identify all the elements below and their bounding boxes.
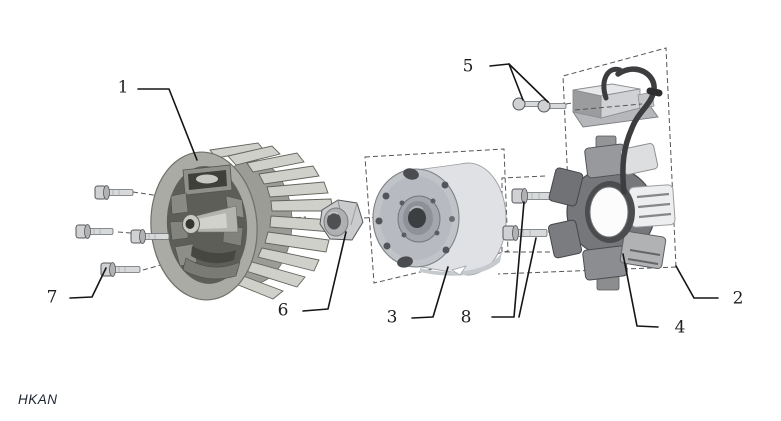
leader-3 bbox=[411, 266, 449, 319]
bolt-icon bbox=[94, 185, 134, 200]
screw-icon bbox=[512, 97, 542, 111]
fan-fin bbox=[266, 181, 329, 198]
callout-5: 5 bbox=[462, 56, 474, 77]
fan-fin bbox=[257, 247, 320, 272]
callout-4: 4 bbox=[674, 317, 686, 338]
callout-6: 6 bbox=[277, 300, 289, 321]
leader-2 bbox=[675, 265, 719, 299]
stator-dashed-box bbox=[562, 47, 677, 268]
stator-center-hole bbox=[589, 186, 629, 238]
callout-3: 3 bbox=[386, 307, 398, 328]
callout-2: 2 bbox=[732, 288, 744, 309]
leader-8a bbox=[491, 201, 525, 318]
leader-6 bbox=[302, 231, 347, 312]
leader-4 bbox=[622, 253, 659, 328]
rotor-dashed-box bbox=[364, 148, 509, 284]
leader-5a bbox=[489, 63, 524, 101]
leader-8b bbox=[518, 237, 537, 318]
rotor-hole bbox=[397, 256, 413, 268]
screw-icon bbox=[537, 99, 567, 113]
rotor-notch bbox=[451, 265, 467, 276]
fan-fin bbox=[264, 231, 330, 253]
leader-1 bbox=[137, 88, 198, 161]
leader-5b bbox=[508, 63, 549, 103]
leader-lines bbox=[69, 63, 719, 328]
bolt-icon bbox=[511, 188, 557, 204]
fan-fin bbox=[246, 152, 305, 173]
fan-bolts bbox=[75, 185, 170, 277]
fan-fin bbox=[227, 145, 281, 166]
callout-8: 8 bbox=[460, 307, 472, 328]
rotor-hole bbox=[403, 168, 419, 180]
bolt-icon bbox=[130, 229, 170, 244]
bolt-icon bbox=[502, 225, 548, 241]
stator-illustration bbox=[548, 135, 676, 291]
stator-bolts bbox=[502, 188, 557, 241]
pickup-coil-illustration bbox=[572, 83, 659, 128]
rotor-illustration bbox=[372, 162, 507, 276]
callout-7: 7 bbox=[46, 287, 58, 308]
stator-wire bbox=[601, 66, 663, 195]
axis-dash bbox=[117, 231, 132, 234]
pickup-coil-screws bbox=[512, 97, 643, 113]
callout-1: 1 bbox=[117, 77, 129, 98]
bolt-icon bbox=[75, 224, 114, 239]
bolt-icon bbox=[100, 262, 141, 277]
brand-mark: HKAN bbox=[18, 392, 58, 407]
fan-illustration bbox=[150, 142, 334, 301]
flange-nut bbox=[319, 199, 364, 241]
leader-7 bbox=[69, 267, 107, 299]
fan-fin bbox=[258, 165, 320, 185]
